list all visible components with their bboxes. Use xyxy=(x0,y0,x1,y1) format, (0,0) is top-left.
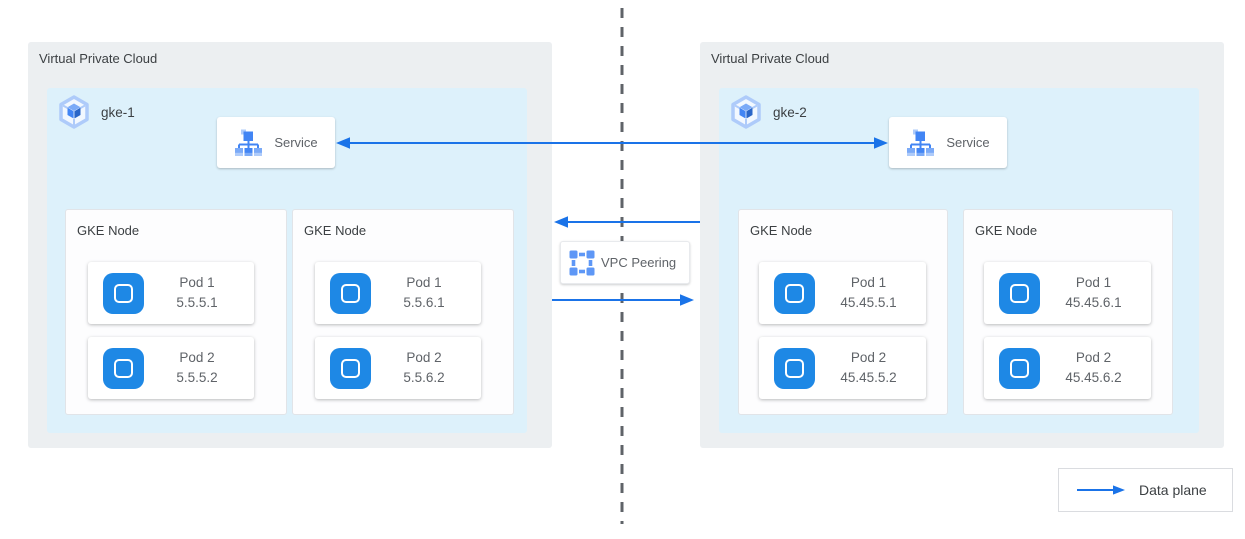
pod-icon-glyph xyxy=(1010,283,1029,303)
cluster-name: gke-1 xyxy=(101,104,135,120)
arrowhead-right xyxy=(680,294,694,306)
pod-icon-glyph xyxy=(114,358,133,378)
pod-icon-glyph xyxy=(785,358,804,378)
pod-icon xyxy=(999,347,1040,389)
cluster-gke-1-header: gke-1 xyxy=(56,94,135,130)
vpc-peering-box: VPC Peering xyxy=(560,241,690,284)
pod-ip: 45.45.6.1 xyxy=(1065,295,1122,310)
pod-ip: 5.5.5.2 xyxy=(176,370,218,385)
k8s-service-icon xyxy=(235,129,263,156)
pod-card: Pod 2 5.5.5.2 xyxy=(88,337,254,399)
pod-icon-glyph xyxy=(785,283,804,303)
service-label: Service xyxy=(946,135,990,150)
pod-icon xyxy=(330,347,371,389)
legend: Data plane xyxy=(1058,468,1233,512)
vpc-peering-label: VPC Peering xyxy=(601,255,677,270)
gke-node-label: GKE Node xyxy=(304,223,367,238)
gke-cluster-icon xyxy=(59,95,89,129)
k8s-service-icon xyxy=(907,129,935,156)
vpc-right: Virtual Private Cloud gke-2 xyxy=(700,42,1224,448)
legend-label: Data plane xyxy=(1139,482,1207,498)
vpc-left-label: Virtual Private Cloud xyxy=(39,51,158,66)
pod-card: Pod 1 45.45.5.1 xyxy=(759,262,926,324)
vpc-right-label: Virtual Private Cloud xyxy=(711,51,830,66)
pod-icon xyxy=(103,347,144,389)
gke-node-label: GKE Node xyxy=(750,223,813,238)
pod-card: Pod 2 45.45.6.2 xyxy=(984,337,1151,399)
pod-ip: 5.5.5.1 xyxy=(176,295,218,310)
gke-node: GKE Node Pod 1 5.5.6.1 Pod 2 5.5.6.2 xyxy=(292,209,514,415)
gke-node: GKE Node Pod 1 45.45.6.1 Pod 2 45.45.6.2 xyxy=(963,209,1173,415)
pod-icon-glyph xyxy=(341,283,360,303)
arrowhead-left xyxy=(554,216,568,228)
pod-icon-glyph xyxy=(341,358,360,378)
pod-icon-glyph xyxy=(1010,358,1029,378)
pod-icon xyxy=(999,272,1040,314)
gke-node: GKE Node Pod 1 45.45.5.1 Pod 2 45.45.5.2 xyxy=(738,209,948,415)
pod-ip: 5.5.6.1 xyxy=(403,295,445,310)
pod-name: Pod 2 xyxy=(179,350,215,365)
cluster-name: gke-2 xyxy=(773,104,807,120)
pod-ip: 5.5.6.2 xyxy=(403,370,445,385)
cluster-gke-1: gke-1 Service GKE Node xyxy=(47,88,527,433)
gke-node-label: GKE Node xyxy=(975,223,1038,238)
service-label: Service xyxy=(274,135,318,150)
pod-card: Pod 2 45.45.5.2 xyxy=(759,337,926,399)
pod-card: Pod 1 5.5.6.1 xyxy=(315,262,481,324)
pod-ip: 45.45.6.2 xyxy=(1065,370,1122,385)
gke-node-label: GKE Node xyxy=(77,223,140,238)
pod-icon xyxy=(103,272,144,314)
pod-name: Pod 2 xyxy=(850,350,887,365)
vpc-left: Virtual Private Cloud gke-1 xyxy=(28,42,552,448)
pod-name: Pod 1 xyxy=(179,275,215,290)
service-box-right: Service xyxy=(889,117,1007,168)
cluster-gke-2: gke-2 Service GKE Node xyxy=(719,88,1199,433)
vpc-peering-icon xyxy=(569,250,595,275)
pod-ip: 45.45.5.1 xyxy=(840,295,897,310)
pod-name: Pod 2 xyxy=(406,350,442,365)
pod-icon xyxy=(774,272,815,314)
data-plane-arrow-icon xyxy=(1077,485,1125,495)
gke-node: GKE Node Pod 1 5.5.5.1 Pod 2 5.5.5.2 xyxy=(65,209,287,415)
pod-icon-glyph xyxy=(114,283,133,303)
pod-name: Pod 1 xyxy=(406,275,442,290)
pod-ip: 45.45.5.2 xyxy=(840,370,897,385)
pod-name: Pod 2 xyxy=(1075,350,1112,365)
service-box-left: Service xyxy=(217,117,335,168)
gke-cluster-icon xyxy=(731,95,761,129)
pod-name: Pod 1 xyxy=(1075,275,1112,290)
cluster-gke-2-header: gke-2 xyxy=(728,94,807,130)
pod-name: Pod 1 xyxy=(850,275,887,290)
pod-icon xyxy=(330,272,371,314)
pod-card: Pod 1 45.45.6.1 xyxy=(984,262,1151,324)
pod-card: Pod 2 5.5.6.2 xyxy=(315,337,481,399)
pod-card: Pod 1 5.5.5.1 xyxy=(88,262,254,324)
pod-icon xyxy=(774,347,815,389)
